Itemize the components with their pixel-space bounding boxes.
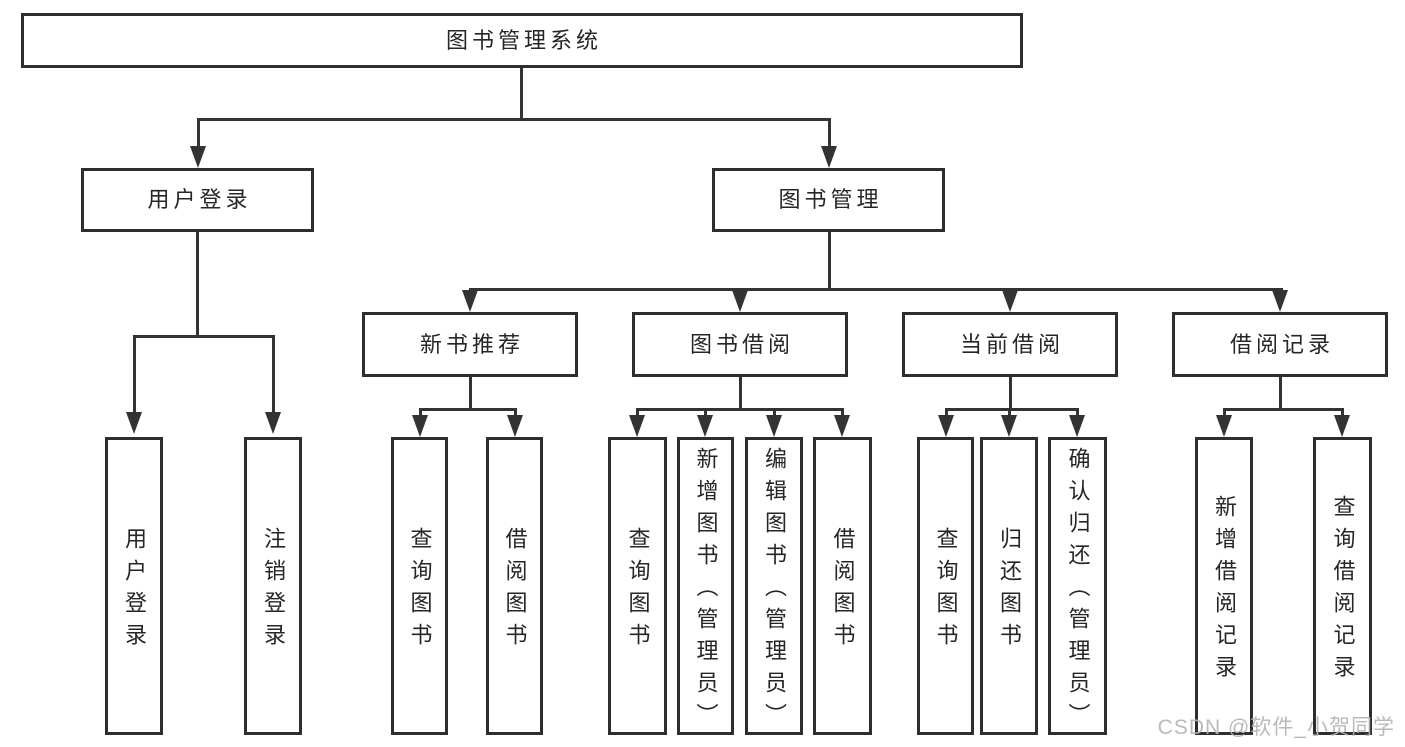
arrow-down-icon — [938, 415, 954, 437]
connector-line — [196, 232, 199, 335]
connector-line — [636, 408, 844, 411]
arrow-down-icon — [629, 415, 645, 437]
arrow-down-icon — [1002, 290, 1018, 312]
arrow-down-icon — [412, 415, 428, 437]
arrow-down-icon — [1216, 415, 1232, 437]
arrow-down-icon — [1272, 290, 1288, 312]
node-leaf-edit-books-admin: 编辑图书（管理员） — [745, 437, 803, 735]
arrow-down-icon — [766, 415, 782, 437]
csdn-watermark: CSDN @软件_小贺同学 — [1157, 716, 1395, 739]
connector-line — [197, 118, 831, 121]
arrow-down-icon — [126, 412, 142, 434]
connector-line — [704, 408, 707, 416]
arrow-down-icon — [732, 290, 748, 312]
connector-line — [1009, 377, 1012, 408]
connector-line — [739, 377, 742, 408]
node-current-borrow: 当前借阅 — [902, 312, 1118, 377]
connector-line — [828, 232, 831, 288]
node-leaf-confirm-return-admin: 确认归还（管理员） — [1048, 437, 1107, 735]
connector-line — [1341, 408, 1344, 416]
arrow-down-icon — [1334, 415, 1350, 437]
node-leaf-return-books: 归还图书 — [980, 437, 1038, 735]
node-leaf-borrow-books-2: 借阅图书 — [813, 437, 872, 735]
node-book-management: 图书管理 — [712, 168, 945, 232]
connector-line — [828, 118, 831, 148]
arrow-down-icon — [1069, 415, 1085, 437]
arrow-down-icon — [834, 415, 850, 437]
connector-line — [773, 408, 776, 416]
connector-line — [133, 335, 136, 413]
connector-line — [272, 335, 275, 413]
node-system-root: 图书管理系统 — [21, 13, 1023, 68]
connector-line — [945, 408, 948, 416]
node-new-book-recommend: 新书推荐 — [362, 312, 578, 377]
connector-line — [520, 68, 523, 118]
connector-line — [945, 408, 1079, 411]
connector-line — [1223, 408, 1226, 416]
connector-line — [419, 408, 422, 416]
arrow-down-icon — [697, 415, 713, 437]
connector-line — [636, 408, 639, 416]
node-borrow-records: 借阅记录 — [1172, 312, 1388, 377]
node-leaf-query-books-1: 查询图书 — [391, 437, 448, 735]
arrow-down-icon — [507, 415, 523, 437]
node-leaf-query-books-2: 查询图书 — [608, 437, 667, 735]
connector-line — [1279, 377, 1282, 408]
node-user-login: 用户登录 — [81, 168, 314, 232]
node-book-borrow: 图书借阅 — [632, 312, 848, 377]
connector-line — [514, 408, 517, 416]
node-leaf-logout: 注销登录 — [244, 437, 302, 735]
arrow-down-icon — [190, 146, 206, 168]
connector-line — [1008, 408, 1011, 416]
connector-line — [1223, 408, 1344, 411]
connector-line — [469, 288, 1283, 291]
node-leaf-user-login: 用户登录 — [105, 437, 163, 735]
arrow-down-icon — [462, 290, 478, 312]
connector-line — [133, 335, 275, 338]
arrow-down-icon — [1001, 415, 1017, 437]
connector-line — [197, 118, 200, 148]
node-leaf-borrow-books-1: 借阅图书 — [486, 437, 543, 735]
node-leaf-query-borrow-record: 查询借阅记录 — [1313, 437, 1372, 735]
node-leaf-add-borrow-record: 新增借阅记录 — [1195, 437, 1253, 735]
node-leaf-add-books-admin: 新增图书（管理员） — [677, 437, 734, 735]
arrow-down-icon — [265, 412, 281, 434]
connector-line — [469, 377, 472, 408]
arrow-down-icon — [821, 146, 837, 168]
connector-line — [419, 408, 517, 411]
node-leaf-query-books-3: 查询图书 — [917, 437, 974, 735]
connector-line — [841, 408, 844, 416]
connector-line — [1076, 408, 1079, 416]
